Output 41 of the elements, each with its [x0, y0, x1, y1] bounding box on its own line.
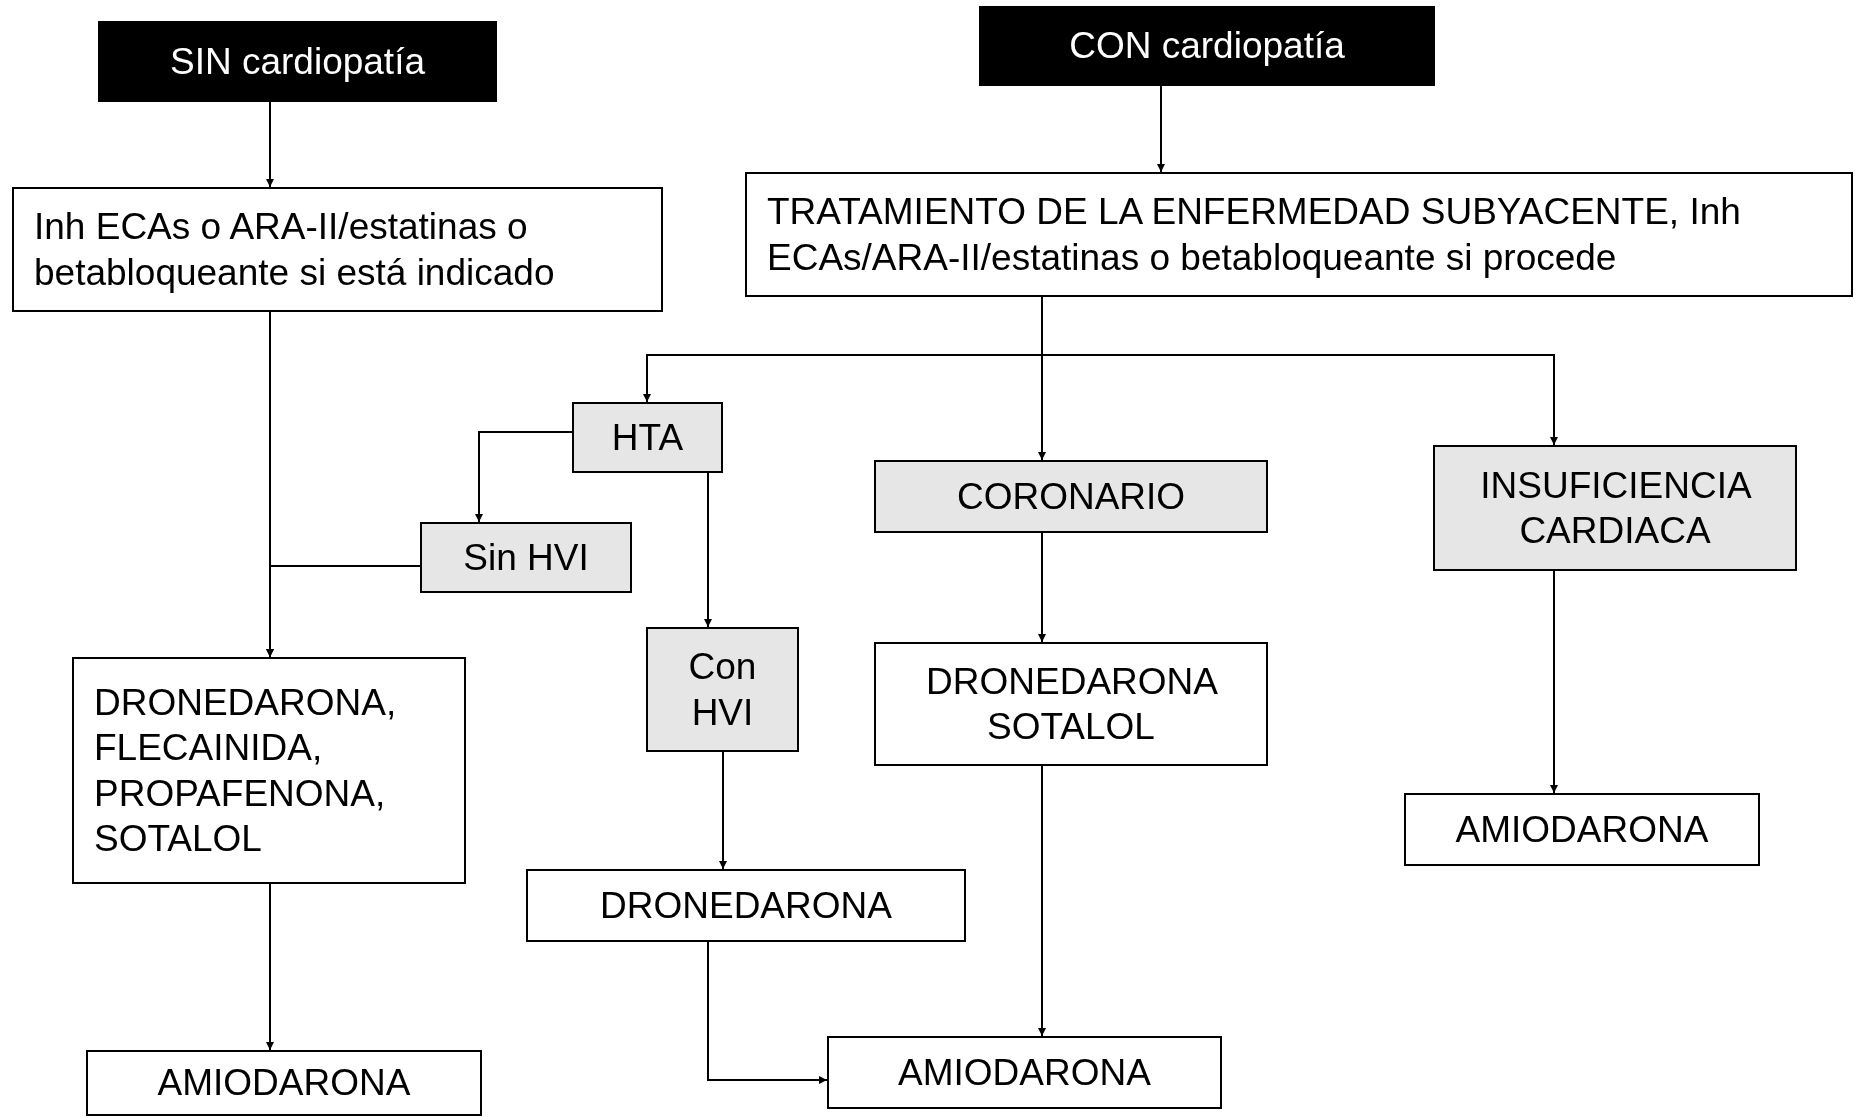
process-box — [874, 460, 1268, 533]
node-text: Sin HVI — [463, 535, 589, 580]
arrow — [1550, 570, 1558, 794]
node-text: INSUFICIENCIA CARDIACA — [1480, 463, 1750, 553]
arrow — [266, 883, 274, 1051]
node-text: DRONEDARONA SOTALOL — [926, 659, 1216, 749]
node-text: Inh ECAs o ARA-II/estatinas o betabloqueante si está indicado — [34, 205, 556, 295]
node-text: SIN cardiopatía — [170, 39, 425, 84]
arrow — [1038, 532, 1046, 643]
node-text: HTA — [611, 415, 684, 460]
arrow — [707, 941, 828, 1084]
process-box — [86, 1050, 482, 1116]
process-box — [526, 869, 966, 942]
arrow — [719, 751, 727, 870]
arrow — [704, 472, 712, 628]
process-box — [1404, 793, 1760, 866]
node-text: DRONEDARONA — [600, 883, 892, 928]
node-text: AMIODARONA — [898, 1050, 1151, 1095]
process-box — [646, 627, 799, 752]
node-text: Con HVI — [688, 645, 757, 735]
process-box — [827, 1036, 1222, 1109]
process-box — [572, 402, 723, 473]
node-text: CON cardiopatía — [1069, 24, 1345, 69]
process-box — [874, 642, 1268, 766]
arrow — [266, 565, 421, 658]
node-text: DRONEDARONA, FLECAINIDA, PROPAFENONA, SOTALOL — [94, 681, 397, 861]
process-box — [1433, 445, 1797, 571]
process-box — [12, 187, 663, 312]
node-text: TRATAMIENTO DE LA ENFERMEDAD SUBYACENTE, Inh ECAs/ARA-II/estatinas o betabloqueante si procede — [767, 190, 1742, 280]
heading-box — [98, 21, 497, 102]
node-text: AMIODARONA — [1455, 807, 1709, 852]
node-text: CORONARIO — [956, 474, 1186, 519]
heading-box — [979, 6, 1435, 86]
process-box — [420, 522, 632, 593]
arrow — [266, 101, 274, 188]
node-text: AMIODARONA — [157, 1061, 411, 1106]
arrow — [1038, 765, 1046, 1037]
arrow — [475, 431, 573, 523]
process-box — [72, 657, 466, 884]
process-box — [745, 172, 1853, 297]
arrow — [1157, 85, 1165, 173]
